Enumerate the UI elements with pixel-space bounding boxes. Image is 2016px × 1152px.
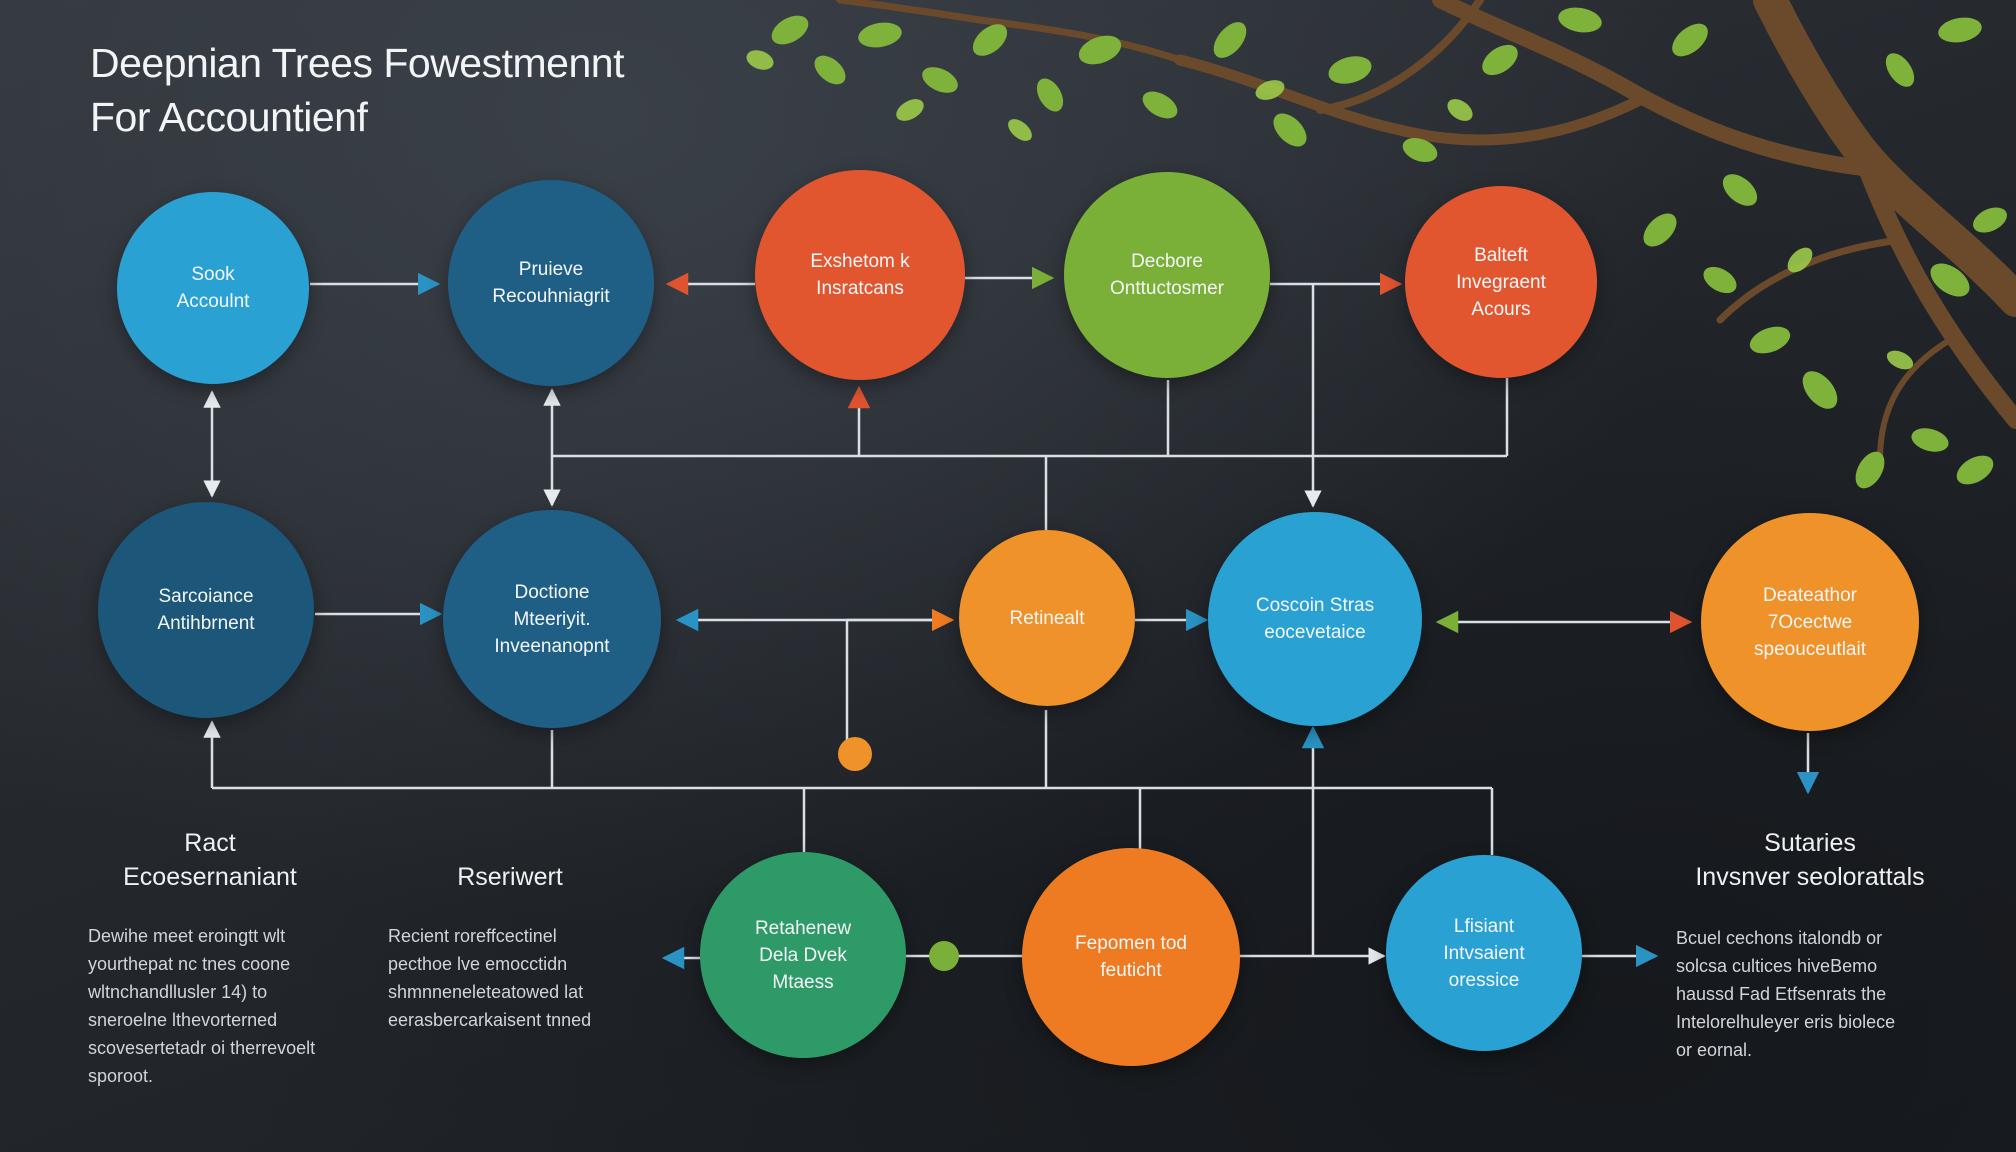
title-line-1: Deepnian Trees Fowestmennt: [90, 40, 624, 86]
node-doctione-line-2: Mteeriyit.: [513, 608, 591, 630]
paragraph-left-line: sporoot.: [88, 1066, 154, 1086]
junction-dot-orange: [838, 737, 872, 771]
label-ract-line-2: Ecoesernaniant: [123, 863, 297, 891]
paragraph-left-line: Dewihe meet eroingtt wlt: [88, 926, 286, 946]
paragraph-right: Bcuel cechons italondb or solcsa cultice…: [1676, 924, 1895, 1064]
junction-dot-green: [929, 941, 959, 971]
label-sutaries: Sutaries Invsnver seolorattals: [1640, 826, 1980, 894]
paragraph-right-line: or eornal.: [1676, 1040, 1753, 1060]
paragraph-middle: Recient roreffcectinel pecthoe lve emocc…: [388, 922, 591, 1034]
paragraph-middle-line: pecthoe lve emocctidn: [388, 954, 568, 974]
node-decbore-line-2: Onttuctosmer: [1109, 278, 1225, 299]
node-coscoin-line-1: Coscoin Stras: [1255, 595, 1375, 616]
node-decbore[interactable]: Decbore Onttuctosmer: [1064, 172, 1270, 378]
label-reserwert: Rseriwert: [400, 860, 620, 894]
node-decbore-line-1: Decbore: [1131, 251, 1203, 272]
title-line-2: For Accountienf: [90, 94, 368, 140]
node-doctione[interactable]: Doctione Mteeriyit. Inveenanopnt: [443, 510, 661, 728]
node-fepomen-line-2: feuticht: [1100, 960, 1162, 981]
node-deateathor-line-3: speouceutlait: [1754, 638, 1866, 660]
node-coscoin-line-2: eocevetaice: [1264, 622, 1366, 643]
node-retahenew[interactable]: Retahenew Dela Dvek Mtaess: [700, 852, 906, 1058]
label-ract: Ract Ecoesernaniant: [80, 826, 340, 894]
paragraph-left-line: yourthepat nc tnes coone: [88, 954, 291, 974]
node-lfisiant[interactable]: Lfisiant Intvsaient oressice: [1386, 855, 1582, 1051]
node-exshetom[interactable]: Exshetom k Insratcans: [755, 170, 965, 380]
node-balteft-line-2: Invegraent: [1456, 271, 1546, 293]
node-doctione-line-3: Inveenanopnt: [494, 635, 610, 657]
paragraph-right-line: haussd Fad Etfsenrats the: [1676, 984, 1887, 1004]
paragraph-middle-line: shmnneneleteatowed lat: [388, 982, 584, 1002]
label-ract-line-1: Ract: [184, 829, 236, 857]
paragraph-left-line: sneroelne lthevorterned: [88, 1010, 278, 1030]
page-title: Deepnian Trees Fowestmennt For Accountie…: [90, 36, 624, 144]
paragraph-left-line: wltnchandllusler 14) to: [88, 982, 268, 1002]
node-sook-line-1: Sook: [191, 264, 235, 285]
node-doctione-line-1: Doctione: [514, 581, 590, 603]
label-sutaries-line-2: Invsnver seolorattals: [1695, 863, 1925, 891]
node-fepomen-line-1: Fepomen tod: [1075, 933, 1187, 954]
node-exshetom-line-1: Exshetom k: [810, 251, 910, 272]
paragraph-left: Dewihe meet eroingtt wlt yourthepat nc t…: [88, 922, 315, 1090]
node-coscoin[interactable]: Coscoin Stras eocevetaice: [1208, 512, 1422, 726]
node-retahenew-line-3: Mtaess: [772, 971, 834, 993]
node-pruieve-line-1: Pruieve: [518, 259, 584, 280]
node-sook-line-2: Accoulnt: [176, 291, 250, 312]
node-lfisiant-line-3: oressice: [1448, 969, 1520, 991]
node-exshetom-line-2: Insratcans: [816, 278, 904, 299]
node-pruieve-line-2: Recouhniagrit: [492, 286, 610, 307]
node-balteft-line-3: Acours: [1471, 298, 1531, 320]
node-lfisiant-line-2: Intvsaient: [1443, 942, 1525, 964]
paragraph-left-line: scovesertetadr oi therrevoelt: [88, 1038, 316, 1058]
paragraph-right-line: Intelorelhuleyer eris biolece: [1676, 1012, 1896, 1032]
node-sarcoiance[interactable]: Sarcoiance Antihbrnent: [98, 502, 314, 718]
node-deateathor[interactable]: Deateathor 7Ocectwe speouceutlait: [1701, 513, 1919, 731]
paragraph-right-line: solcsa cultices hiveBemo: [1676, 956, 1878, 976]
paragraph-middle-line: Recient roreffcectinel: [388, 926, 557, 946]
node-retahenew-line-1: Retahenew: [754, 917, 852, 939]
label-reserwert-line-1: Rseriwert: [457, 863, 563, 891]
paragraph-middle-line: eerasbercarkaisent tnned: [388, 1010, 592, 1030]
node-fepomen[interactable]: Fepomen tod feuticht: [1022, 848, 1240, 1066]
node-sarcoiance-line-2: Antihbrnent: [157, 613, 255, 634]
node-balteft-line-1: Balteft: [1474, 244, 1528, 266]
label-sutaries-line-1: Sutaries: [1764, 829, 1856, 857]
node-retinealt[interactable]: Retinealt: [959, 530, 1135, 706]
node-balteft[interactable]: Balteft Invegraent Acours: [1405, 186, 1597, 378]
node-lfisiant-line-1: Lfisiant: [1453, 915, 1515, 937]
node-pruieve[interactable]: Pruieve Recouhniagrit: [448, 180, 654, 386]
node-deateathor-line-2: 7Ocectwe: [1767, 611, 1853, 633]
paragraph-right-line: Bcuel cechons italondb or: [1676, 928, 1883, 948]
node-sarcoiance-line-1: Sarcoiance: [158, 586, 254, 607]
node-retinealt-line-1: Retinealt: [1009, 607, 1085, 629]
node-retahenew-line-2: Dela Dvek: [759, 944, 847, 966]
node-sook-account[interactable]: Sook Accoulnt: [117, 192, 309, 384]
node-deateathor-line-1: Deateathor: [1762, 584, 1857, 606]
